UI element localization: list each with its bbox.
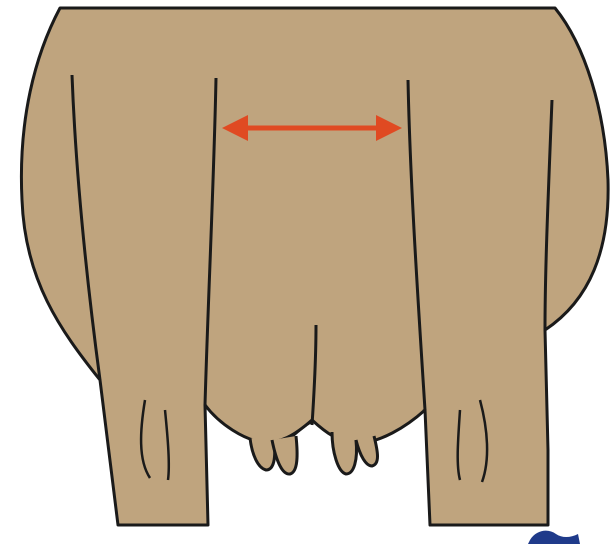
teat-left-inner xyxy=(272,436,297,474)
teat-right-outer xyxy=(356,436,378,466)
teat-left-outer xyxy=(250,438,275,470)
udder xyxy=(205,405,425,443)
cow-body-silhouette xyxy=(21,8,608,525)
corner-mark xyxy=(528,531,580,544)
